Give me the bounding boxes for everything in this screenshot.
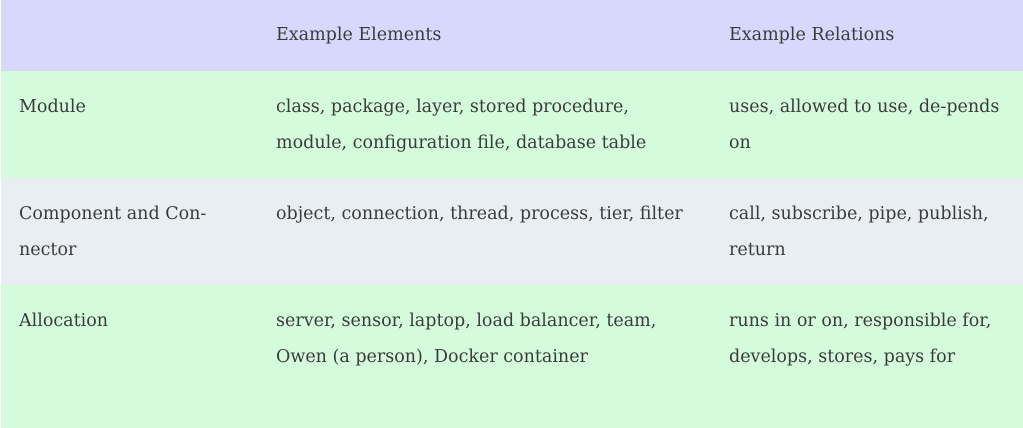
header-relations: Example Relations [729, 25, 895, 45]
header-row: Example Elements Example Relations [1, 0, 1023, 71]
table-row: Allocation server, sensor, laptop, load … [1, 285, 1023, 428]
example-relations: call, subscribe, pipe, publish, return [729, 204, 989, 260]
header-type [1, 0, 258, 71]
header-elements: Example Elements [276, 25, 442, 45]
structure-type: Module [19, 97, 86, 117]
structure-type: Component and Con-nector [19, 204, 207, 260]
example-relations: uses, allowed to use, de-pends on [729, 97, 1000, 153]
table-row: Component and Con-nector object, connect… [1, 178, 1023, 285]
table-row: Module class, package, layer, stored pro… [1, 71, 1023, 178]
example-elements: object, connection, thread, process, tie… [276, 204, 683, 224]
structure-type: Allocation [19, 311, 109, 331]
example-elements: server, sensor, laptop, load balancer, t… [276, 311, 657, 367]
example-relations: runs in or on, responsible for, develops… [729, 311, 992, 367]
example-elements: class, package, layer, stored procedure,… [276, 97, 647, 153]
